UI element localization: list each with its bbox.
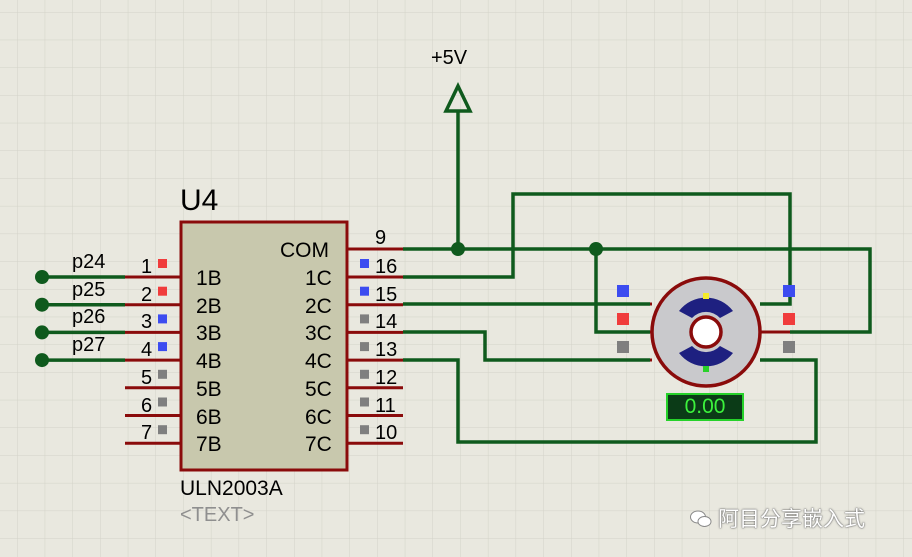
pin-number-13: 13 [375, 339, 398, 362]
junction-com-supply [451, 242, 465, 256]
chip-text-placeholder: <TEXT> [180, 504, 255, 526]
wire-com-motor-left [594, 249, 650, 334]
wechat-icon [690, 510, 712, 528]
logic-state-indicators [158, 259, 795, 435]
watermark-text: 阿目分享嵌入式 [718, 508, 865, 531]
pin-number-16: 16 [375, 256, 398, 278]
net-label-p26: p26 [72, 306, 106, 329]
chip-body[interactable] [179, 220, 349, 472]
net-label-p25: p25 [72, 278, 106, 301]
pin-number-5: 5 [141, 366, 153, 389]
motor-readout: 0.00 [666, 393, 744, 421]
wires [42, 111, 872, 444]
pin-number-15: 15 [375, 283, 398, 306]
pin-name-4B: 4B [196, 350, 222, 374]
pin-number-10: 10 [375, 422, 398, 445]
pin-number-6: 6 [141, 394, 153, 417]
wire-pin14 [403, 330, 650, 362]
state-marker-pin-10 [360, 425, 369, 435]
pin-number-11: 11 [375, 394, 396, 417]
state-marker-pin-11 [360, 397, 369, 407]
state-marker-pin-5 [158, 369, 167, 379]
pin-name-7B: 7B [196, 433, 222, 457]
motor-magnet-top [679, 297, 733, 318]
motor-state-left-bottom [617, 341, 629, 353]
junction-nodes [35, 242, 603, 368]
motor-state-right-mid [783, 313, 795, 325]
motor-shaft [689, 315, 723, 349]
com-label: COM [280, 239, 329, 262]
pin-name-7C: 7C [305, 433, 332, 457]
net-label-p24: p24 [72, 251, 106, 273]
state-marker-pin-2 [158, 286, 167, 296]
pin-number-4: 4 [141, 339, 153, 362]
pin-name-2C: 2C [305, 294, 332, 318]
pin-number-12: 12 [375, 366, 398, 389]
state-marker-pin-7 [158, 425, 167, 435]
terminal-p26 [35, 325, 49, 340]
pin-name-3B: 3B [196, 322, 222, 346]
pin-name-1B: 1B [196, 267, 222, 290]
power-label: +5V [431, 47, 468, 69]
pin-name-4C: 4C [305, 350, 332, 374]
motor-state-left-mid [617, 313, 629, 325]
pin-number-14: 14 [375, 311, 398, 334]
pin-number-3: 3 [141, 311, 153, 334]
terminal-p25 [35, 297, 49, 312]
net-label-p27: p27 [72, 334, 106, 357]
stepper-motor[interactable] [650, 276, 762, 388]
junction-com-motor [589, 242, 603, 256]
motor-state-right-bottom [783, 341, 795, 353]
motor-state-right-top [783, 285, 795, 297]
chip-reference: U4 [180, 184, 219, 217]
state-marker-pin-1 [158, 259, 167, 268]
wire-pin16 [403, 192, 792, 306]
pin-name-5C: 5C [305, 377, 332, 401]
pin-name-6B: 6B [196, 405, 222, 429]
power-arrow-symbol[interactable] [443, 81, 473, 113]
state-marker-pin-15 [360, 286, 369, 296]
pin-name-6C: 6C [305, 405, 332, 429]
watermark: 阿目分享嵌入式 [690, 503, 865, 533]
wire-com-bus [458, 247, 872, 334]
pin-number-1: 1 [141, 256, 153, 278]
state-marker-pin-13 [360, 342, 369, 352]
pin-name-5B: 5B [196, 377, 222, 401]
pin-name-3C: 3C [305, 322, 332, 346]
terminal-p27 [35, 353, 49, 368]
state-marker-pin-14 [360, 314, 369, 324]
pin-name-1C: 1C [305, 267, 332, 290]
state-marker-pin-16 [360, 259, 369, 268]
state-marker-pin-4 [158, 342, 167, 352]
motor-magnet-bottom [679, 346, 733, 367]
state-marker-pin-6 [158, 397, 167, 407]
com-pin-number: 9 [375, 227, 387, 249]
chip-part-number: ULN2003A [180, 477, 283, 500]
motor-state-left-top [617, 285, 629, 297]
pin-number-7: 7 [141, 422, 153, 445]
wire-pin13 [403, 358, 818, 444]
pin-number-2: 2 [141, 283, 153, 306]
state-marker-pin-3 [158, 314, 167, 324]
terminal-p24 [35, 270, 49, 284]
state-marker-pin-12 [360, 369, 369, 379]
pin-name-2B: 2B [196, 294, 222, 318]
